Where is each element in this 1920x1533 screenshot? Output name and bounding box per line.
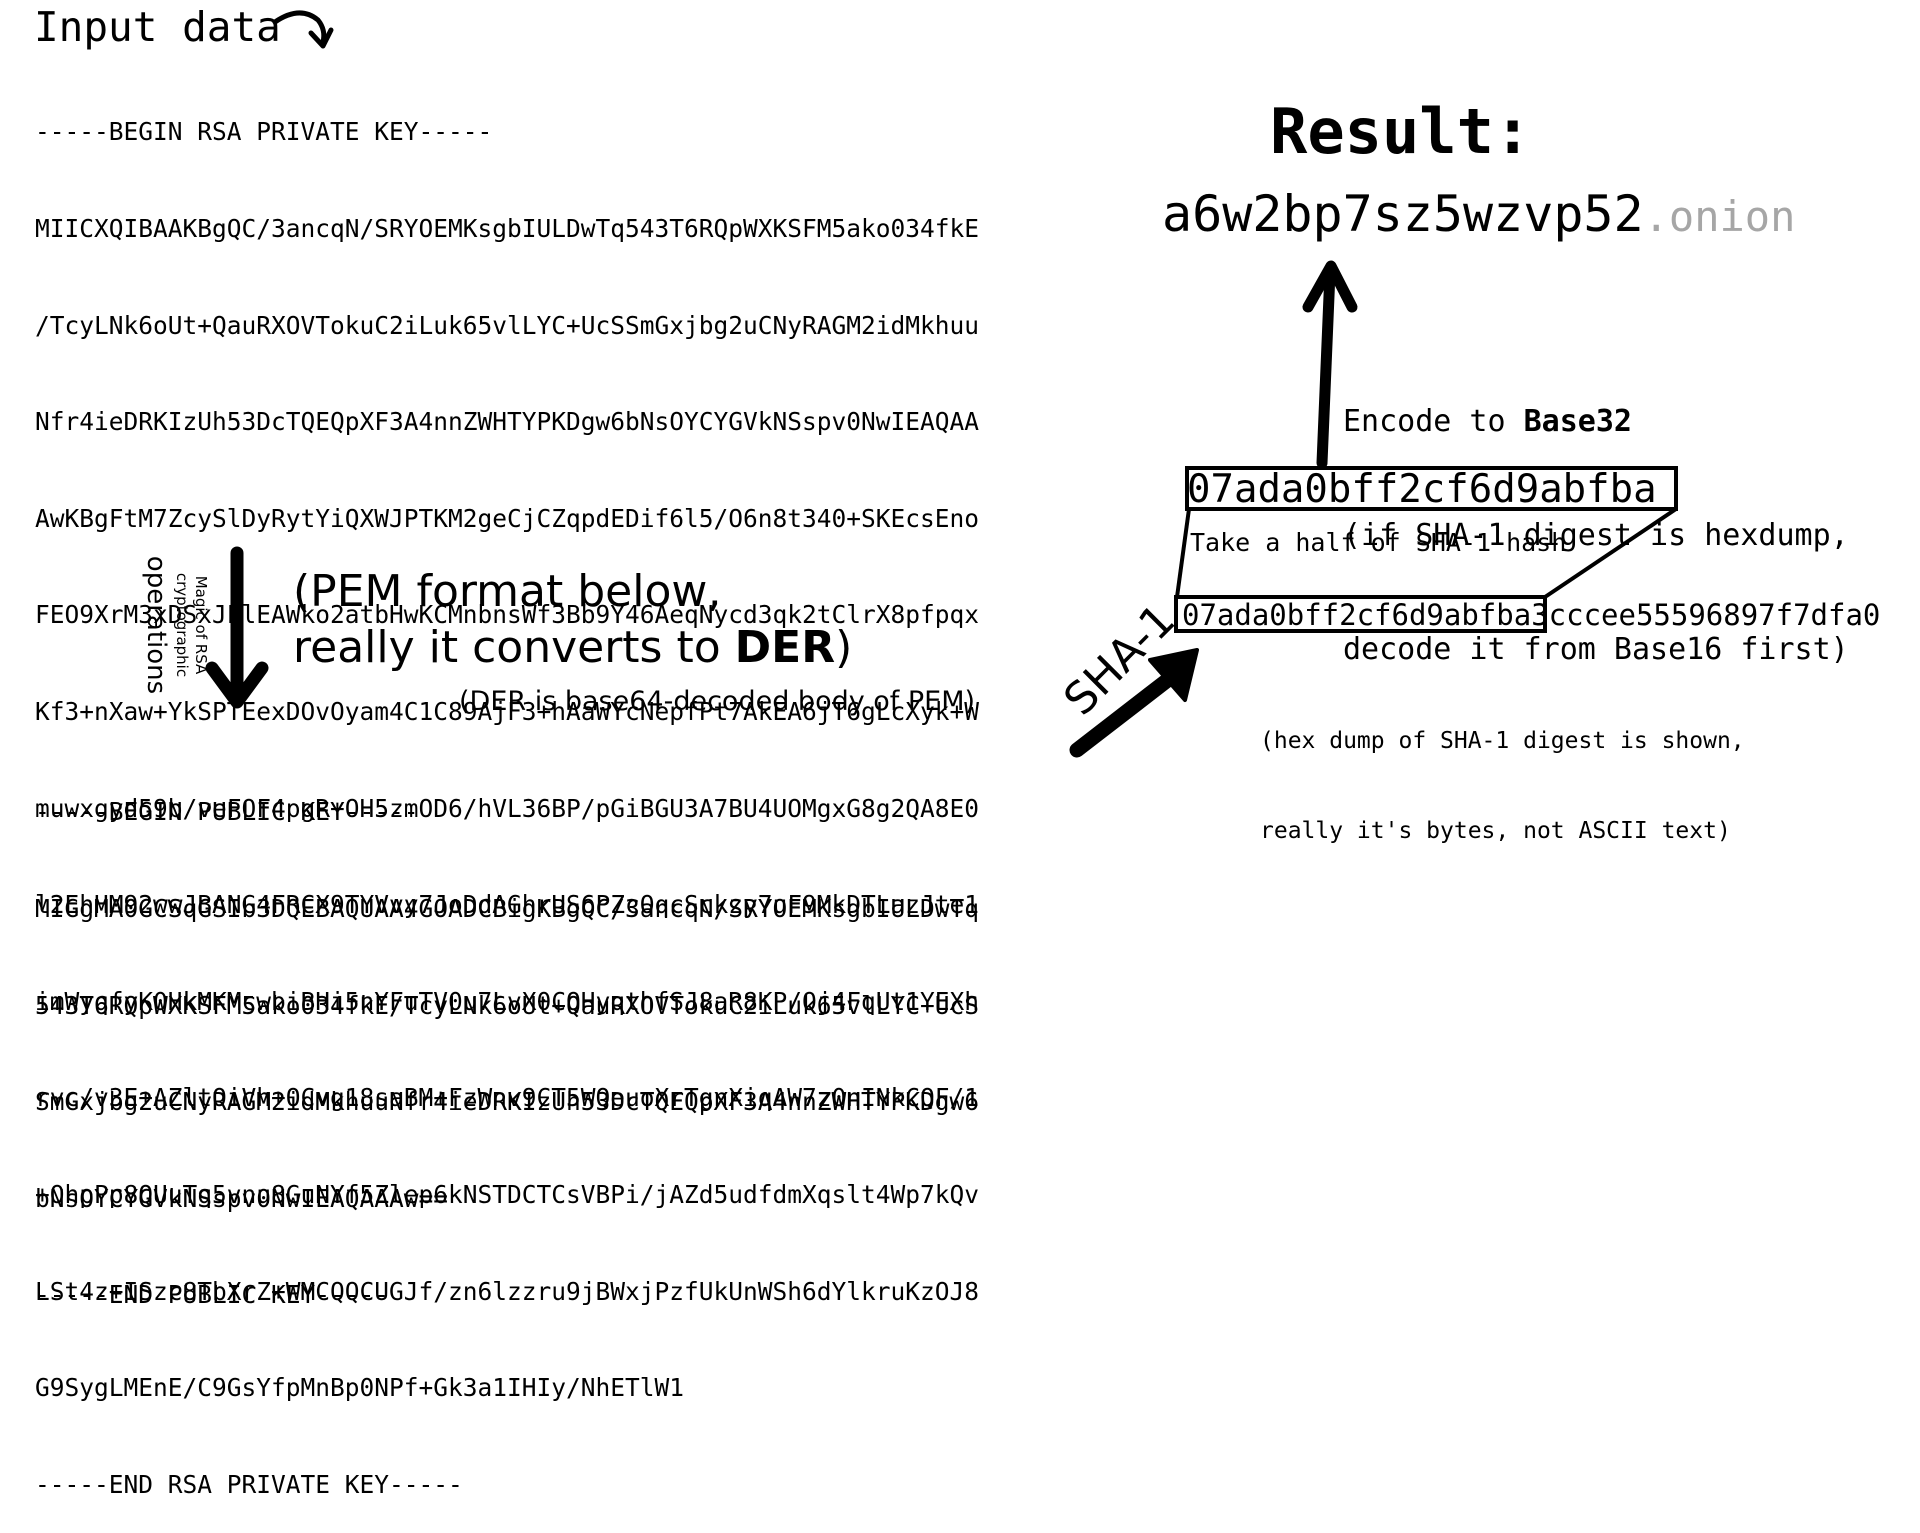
public-key-block: -----BEGIN PUBLIC KEY----- MIGgMA0GCSqGS… bbox=[35, 732, 979, 1344]
connector-right-line bbox=[1543, 507, 1678, 599]
public-key-line: -----BEGIN PUBLIC KEY----- bbox=[35, 797, 419, 827]
curved-arrow-icon bbox=[272, 10, 334, 49]
encode-note-prefix: Encode to bbox=[1343, 404, 1524, 439]
pem-note-der-bold: DER bbox=[734, 622, 836, 673]
input-data-title: Input data bbox=[34, 3, 281, 51]
onion-address-value: a6w2bp7sz5wzvp52 bbox=[1162, 185, 1644, 243]
pem-note-line-1: (PEM format below, bbox=[293, 566, 722, 617]
pem-note-line-2-suffix: ) bbox=[835, 622, 853, 673]
private-key-line: Nfr4ieDRKIzUh53DcTQEQpXF3A4nnZWHTYPKDgw6… bbox=[35, 407, 980, 437]
onion-address: a6w2bp7sz5wzvp52.onion bbox=[1162, 183, 1795, 248]
public-key-line: 543T6RQpWXKSFM5ako034fkE/TcyLNk6oUt+QauR… bbox=[35, 990, 980, 1020]
private-key-line: Kf3+nXaw+YkSPTEexDOvOyam4C1C89AjF3+hAaWY… bbox=[35, 696, 980, 726]
result-title: Result: bbox=[1270, 95, 1532, 168]
encode-note-line-3: decode it from Base16 first) bbox=[1343, 632, 1849, 667]
hexdump-note-line: (hex dump of SHA-1 digest is shown, bbox=[1260, 728, 1745, 754]
der-note: (DER is base64-decoded body of PEM) bbox=[459, 686, 976, 717]
private-key-line: AwKBgFtM7ZcySlDyRytYiQXWJPTKM2geCjCZqpdE… bbox=[35, 503, 980, 533]
hash-half-highlight-box bbox=[1174, 595, 1547, 633]
sha1-half-hash: 07ada0bff2cf6d9abfba bbox=[1187, 467, 1657, 512]
private-key-line: -----BEGIN RSA PRIVATE KEY----- bbox=[35, 117, 493, 147]
pem-format-note: (PEM format below, really it converts to… bbox=[293, 564, 852, 676]
public-key-line: -----END PUBLIC KEY----- bbox=[35, 1280, 390, 1310]
private-key-line: /TcyLNk6oUt+QauRXOVTokuC2iLuk65vlLYC+UcS… bbox=[35, 310, 980, 340]
sha1-full-hash: 07ada0bff2cf6d9abfba3cccee55596897f7dfa0 bbox=[1182, 598, 1881, 632]
private-key-line: l2EhHM92wwJBANG4FRCX9TYVvy7JoDdAGhrUS6PZ… bbox=[35, 890, 980, 920]
base32-encode-note: Encode to Base32 (if SHA-1 digest is hex… bbox=[1343, 327, 1849, 707]
encode-note-base32-bold: Base32 bbox=[1523, 404, 1632, 439]
rsa-magic-line-1: Magic of RSA bbox=[192, 575, 210, 675]
half-hash-note: Take a half of SHA-1 hash bbox=[1190, 528, 1567, 557]
encode-note-line-1: Encode to Base32 bbox=[1343, 403, 1849, 441]
public-key-line: bNsOYCYGVkNSspv0NwIEAQAAAw== bbox=[35, 1183, 449, 1213]
hash-half-box bbox=[1185, 466, 1678, 511]
rsa-magic-line-3: operations bbox=[141, 555, 171, 695]
private-key-line: G9SygLMEnE/C9GsYfpMnBp0NPf+Gk3a1IHIy/NhE… bbox=[35, 1373, 685, 1403]
public-key-line: SmGxjbg2uCNyRAGM2idMkhuuNfr4ieDRKIzUh53D… bbox=[35, 1087, 980, 1117]
encode-note-line-2: (if SHA-1 digest is hexdump, bbox=[1343, 518, 1849, 553]
hexdump-note-line: really it's bytes, not ASCII text) bbox=[1260, 818, 1731, 844]
private-key-line: FEO9XrM3xDSxJLlEAWko2atbHwKCMnbnsWf3Bb9Y… bbox=[35, 600, 980, 630]
diagram-lines bbox=[205, 10, 1678, 758]
private-key-line: -----END RSA PRIVATE KEY----- bbox=[35, 1469, 463, 1499]
rsa-magic-line-2: cryptographic bbox=[173, 572, 191, 678]
sha1-arrow-icon bbox=[1069, 648, 1199, 758]
connector-left-line bbox=[1175, 508, 1191, 598]
up-arrow-icon bbox=[1302, 260, 1358, 469]
private-key-line: muwxgyd59b/veFOF4pgR+OH5zmOD6/hVL36BP/pG… bbox=[35, 793, 980, 823]
down-arrow-icon bbox=[205, 546, 269, 709]
onion-suffix: .onion bbox=[1643, 192, 1796, 241]
rsa-magic-label: Magic of RSA cryptographic operations bbox=[100, 550, 215, 700]
private-key-line: MIICXQIBAAKBgQC/3ancqN/SRYOEMKsgbIULDwTq… bbox=[35, 214, 980, 243]
public-key-line: MIGgMA0GCSqGSIb3DQEBAQUAA4GOADCBigKBgQC/… bbox=[35, 894, 980, 923]
pem-note-line-2-prefix: really it converts to bbox=[293, 622, 735, 673]
hexdump-note: (hex dump of SHA-1 digest is shown, real… bbox=[1260, 666, 1745, 876]
